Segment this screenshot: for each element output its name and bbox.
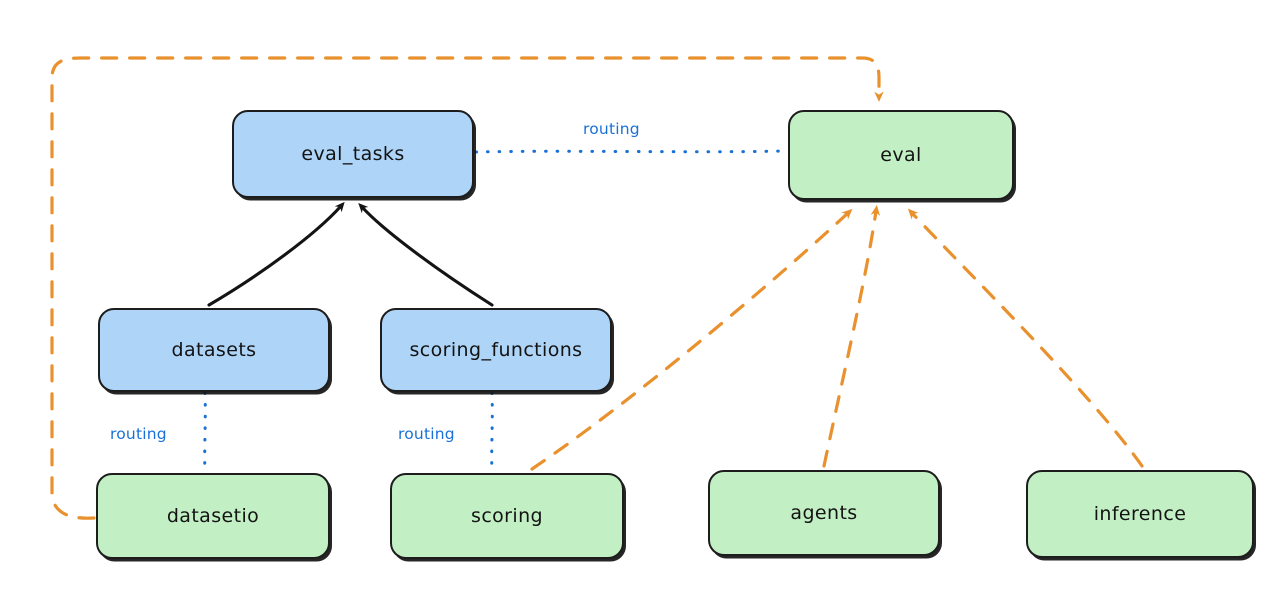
node-agents[interactable]: agents (708, 470, 940, 556)
node-eval[interactable]: eval (788, 110, 1014, 200)
node-label-inference: inference (1093, 503, 1187, 525)
edge-scoring_functions-to-scoring (490, 391, 494, 474)
node-label-datasets: datasets (171, 339, 257, 361)
node-label-scoring: scoring (471, 505, 543, 527)
node-eval-tasks[interactable]: eval_tasks (232, 110, 474, 198)
edge-label-routing-eval: routing (583, 120, 640, 138)
edge-inference-to-eval (907, 208, 1144, 468)
edge-scoring_functions-to-eval_tasks (358, 202, 494, 307)
node-label-datasetio: datasetio (166, 505, 260, 527)
node-label-scoring-functions: scoring_functions (409, 339, 583, 361)
node-scoring[interactable]: scoring (390, 473, 624, 559)
node-label-agents: agents (790, 502, 858, 524)
node-inference[interactable]: inference (1026, 470, 1254, 558)
edge-label-routing-datasets: routing (110, 425, 167, 443)
edge-datasets-to-datasetio (203, 391, 207, 474)
node-scoring-functions[interactable]: scoring_functions (380, 308, 612, 392)
node-label-eval: eval (880, 144, 922, 166)
edge-label-routing-scoring-functions: routing (398, 425, 455, 443)
edge-eval_tasks-to-eval (474, 149, 786, 154)
node-label-eval-tasks: eval_tasks (301, 143, 405, 165)
edge-agents-to-eval (822, 205, 881, 468)
edge-datasets-to-eval_tasks (207, 201, 345, 307)
node-datasets[interactable]: datasets (98, 308, 330, 392)
node-datasetio[interactable]: datasetio (96, 473, 330, 559)
